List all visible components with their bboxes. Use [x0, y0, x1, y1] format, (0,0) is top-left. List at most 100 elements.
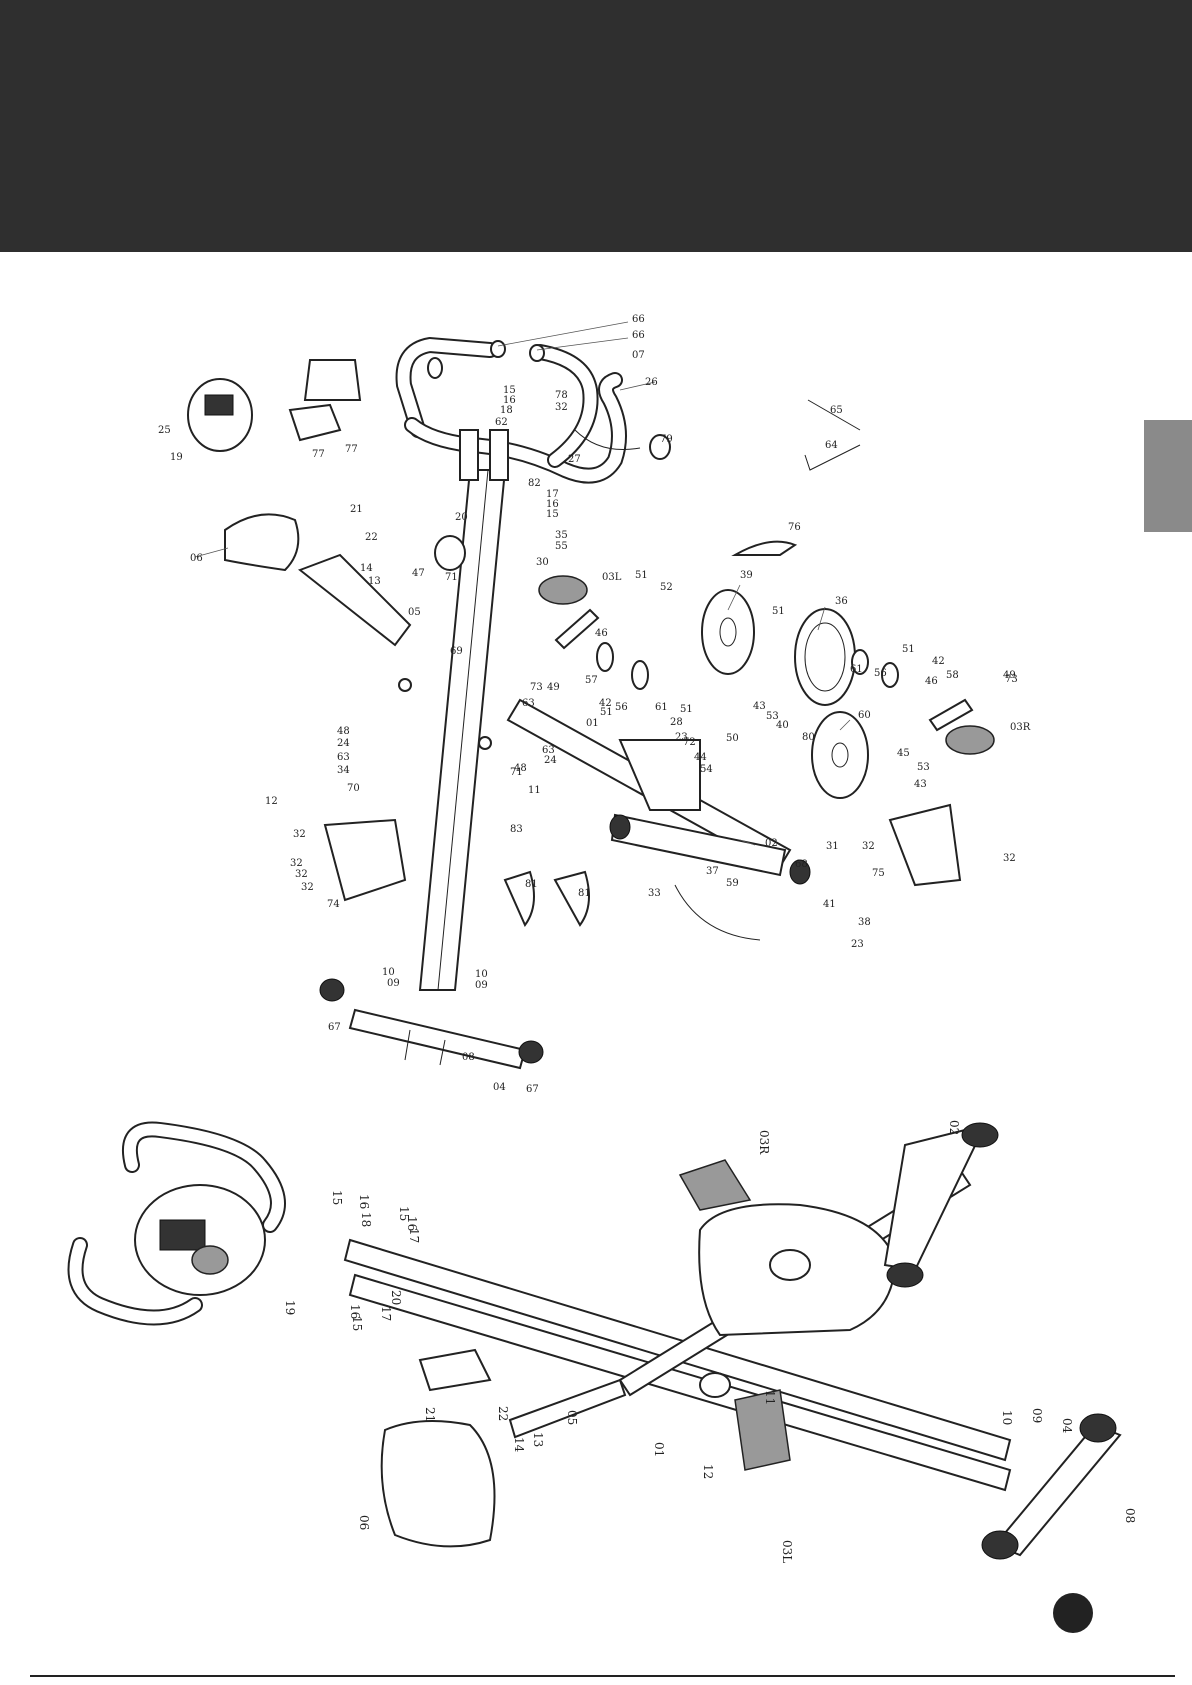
exploded-label-59: 01: [586, 718, 599, 729]
exploded-label-11: 62: [495, 417, 508, 428]
exploded-label-14: 27: [568, 454, 581, 465]
assembled-label-18: 01: [652, 1442, 666, 1457]
exploded-label-50: 57: [585, 675, 598, 686]
assembled-label-8: 16: [348, 1304, 362, 1319]
front-foot: [883, 1123, 987, 1272]
assembled-seat-post: [508, 1378, 627, 1439]
exploded-label-61: 48: [337, 726, 350, 737]
exploded-label-49: 73: [1005, 674, 1018, 685]
exploded-label-6: 77: [312, 449, 325, 460]
assembled-label-23: 09: [1030, 1408, 1044, 1423]
exploded-label-104: 41: [823, 899, 836, 910]
assembled-label-9: 15: [350, 1316, 364, 1331]
assembled-label-17: 05: [565, 1410, 579, 1425]
exploded-label-28: 14: [360, 563, 373, 574]
exploded-label-70: 43: [753, 701, 766, 712]
footer-rule: [30, 1675, 1175, 1677]
exploded-label-15: 79: [660, 434, 673, 445]
exploded-view: [187, 321, 995, 1070]
rear-foot: [319, 978, 544, 1070]
exploded-label-40: 46: [595, 628, 608, 639]
console: [187, 359, 362, 452]
exploded-label-3: 26: [645, 377, 658, 388]
assembled-label-12: 19: [283, 1300, 297, 1315]
exploded-label-91: 32: [301, 882, 314, 893]
exploded-label-29: 13: [368, 576, 381, 587]
exploded-label-22: 17: [546, 489, 559, 500]
seat-post: [297, 553, 412, 647]
exploded-label-100: 81: [578, 888, 591, 899]
exploded-label-66: 23: [675, 732, 688, 743]
exploded-label-56: 61: [655, 702, 668, 713]
exploded-label-99: 81: [525, 879, 538, 890]
assembled-label-15: 14: [512, 1437, 526, 1453]
tension-knob: [434, 535, 466, 571]
exploded-label-113: 04: [493, 1082, 506, 1093]
exploded-label-63: 63: [337, 752, 350, 763]
exploded-label-10: 18: [500, 405, 513, 416]
exploded-label-108: 09: [387, 978, 400, 989]
leader-lines: [194, 321, 851, 846]
exploded-label-30: 47: [412, 568, 425, 579]
exploded-label-53: 42: [599, 698, 612, 709]
exploded-label-7: 77: [345, 444, 358, 455]
assembled-label-24: 04: [1060, 1418, 1074, 1434]
exploded-label-4: 25: [158, 425, 171, 436]
exploded-label-20: 22: [365, 532, 378, 543]
exploded-label-23: 16: [546, 499, 559, 510]
exploded-label-31: 30: [536, 557, 549, 568]
exploded-label-32: 03L: [602, 572, 622, 583]
assembled-right-pedal: [678, 1159, 752, 1211]
exploded-label-69: 44: [694, 752, 707, 763]
exploded-label-76: 45: [897, 748, 910, 759]
exploded-label-105: 38: [858, 917, 871, 928]
assembled-label-1: 02: [947, 1120, 961, 1135]
exploded-label-89: 32: [290, 858, 303, 869]
exploded-label-95: 68: [795, 859, 808, 870]
exploded-label-81: 71: [510, 767, 523, 778]
exploded-label-98: 32: [1003, 853, 1016, 864]
exploded-label-8: 15: [503, 385, 516, 396]
flywheel: [701, 589, 869, 799]
assembled-label-21: 03L: [780, 1540, 794, 1563]
crank-hub: [769, 1249, 811, 1281]
exploded-label-38: 39: [740, 570, 753, 581]
upright-frame: [418, 429, 509, 991]
assembled-label-19: 12: [701, 1464, 715, 1479]
exploded-label-27: 06: [190, 553, 203, 564]
exploded-label-97: 75: [872, 868, 885, 879]
exploded-label-101: 37: [706, 866, 719, 877]
exploded-label-41: 51: [772, 606, 785, 617]
exploded-label-80: 70: [347, 783, 360, 794]
exploded-label-111: 67: [328, 1022, 341, 1033]
exploded-label-78: 43: [914, 779, 927, 790]
right-crank: [928, 698, 974, 732]
exploded-label-64: 34: [337, 765, 350, 776]
exploded-label-87: 83: [510, 824, 523, 835]
exploded-label-16: 65: [830, 405, 843, 416]
left-cover: [323, 818, 407, 902]
right-pedal: [945, 725, 995, 755]
exploded-label-102: 59: [726, 878, 739, 889]
top-cover: [731, 540, 798, 556]
strap: [674, 884, 761, 941]
exploded-label-18: 82: [528, 478, 541, 489]
exploded-label-13: 32: [555, 402, 568, 413]
assembled-view: [67, 1121, 1122, 1560]
assembled-label-13: 21: [423, 1407, 437, 1422]
exploded-label-52: 73: [530, 682, 543, 693]
belt-a: [503, 870, 535, 927]
belt-b: [553, 870, 590, 927]
exploded-label-24: 15: [546, 509, 559, 520]
exploded-label-62: 24: [337, 738, 350, 749]
exploded-label-57: 51: [680, 704, 693, 715]
exploded-label-26: 55: [555, 541, 568, 552]
exploded-label-1: 66: [632, 330, 645, 341]
exploded-label-71: 53: [766, 711, 779, 722]
exploded-label-106: 23: [851, 939, 864, 950]
section-tab: [1144, 420, 1192, 532]
exploded-label-21: 20: [455, 512, 468, 523]
exploded-label-109: 10: [475, 969, 488, 980]
exploded-label-12: 78: [555, 390, 568, 401]
